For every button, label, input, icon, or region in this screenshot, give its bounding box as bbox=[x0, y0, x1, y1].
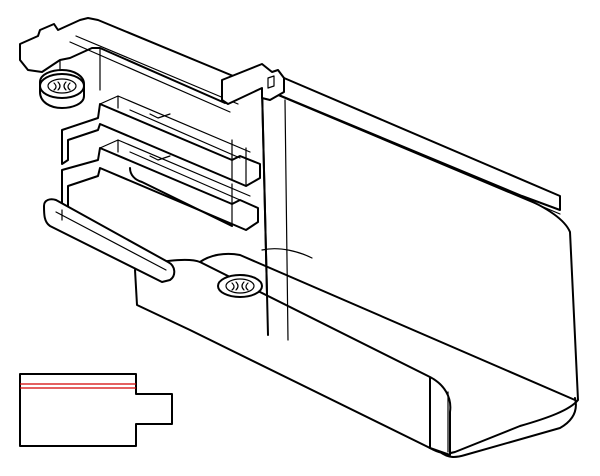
orientation-marker bbox=[19, 373, 173, 447]
lower-step bbox=[61, 147, 259, 231]
housing-body bbox=[134, 65, 579, 458]
connector-head bbox=[19, 17, 285, 283]
head-screw-icon bbox=[39, 69, 85, 109]
locking-block bbox=[221, 63, 285, 105]
housing-screw-icon bbox=[217, 274, 263, 298]
